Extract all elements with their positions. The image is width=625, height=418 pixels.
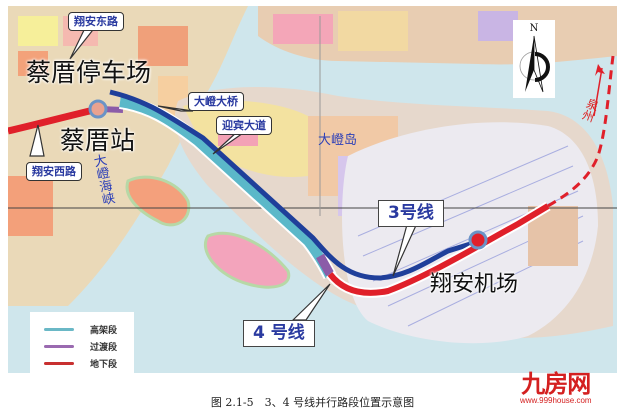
- legend-label-transition: 过渡段: [90, 342, 118, 353]
- callout-line-4: 4 号线: [243, 320, 315, 347]
- callout-line-3: 3号线: [378, 200, 444, 227]
- callout-dadeng-bridge: 大嶝大桥: [188, 92, 244, 111]
- legend-swatch-transition: [44, 344, 74, 348]
- callout-xiangan-west-road: 翔安西路: [26, 162, 82, 181]
- legend-item-transition: 过渡段: [44, 339, 117, 353]
- watermark: 九房网 www.999house.com: [520, 372, 592, 405]
- legend-item-underground: 地下段: [44, 356, 117, 370]
- label-xiangan-airport: 翔安机场: [430, 272, 519, 297]
- label-caicuo-depot: 蔡厝停车场: [26, 58, 152, 87]
- legend-item-elevated: 高架段: [44, 322, 117, 336]
- compass: N: [513, 20, 555, 98]
- label-caicuo-station: 蔡厝站: [60, 126, 136, 155]
- legend-swatch-underground: [44, 361, 74, 365]
- svg-text:N: N: [530, 23, 539, 34]
- callout-xiangan-east-road: 翔安东路: [68, 12, 124, 31]
- map-legend: 高架段 过渡段 地下段: [30, 312, 134, 373]
- legend-label-elevated: 高架段: [90, 325, 118, 336]
- figure-caption: 图 2.1-5 3、4 号线并行路段位置示意图: [210, 396, 415, 409]
- route-map: 翔安东路 翔安西路 大嶝大桥 迎宾大道 3号线 4 号线 蔡厝停车场 蔡厝站 翔…: [8, 6, 617, 373]
- callout-yingbin-avenue: 迎宾大道: [216, 116, 272, 135]
- legend-label-underground: 地下段: [90, 359, 118, 370]
- watermark-url: www.999house.com: [520, 396, 592, 405]
- north-arrow-icon: N: [519, 23, 550, 93]
- watermark-logo: 九房网: [521, 370, 591, 398]
- label-dadeng-island: 大嶝岛: [318, 133, 358, 148]
- legend-swatch-elevated: [44, 327, 74, 331]
